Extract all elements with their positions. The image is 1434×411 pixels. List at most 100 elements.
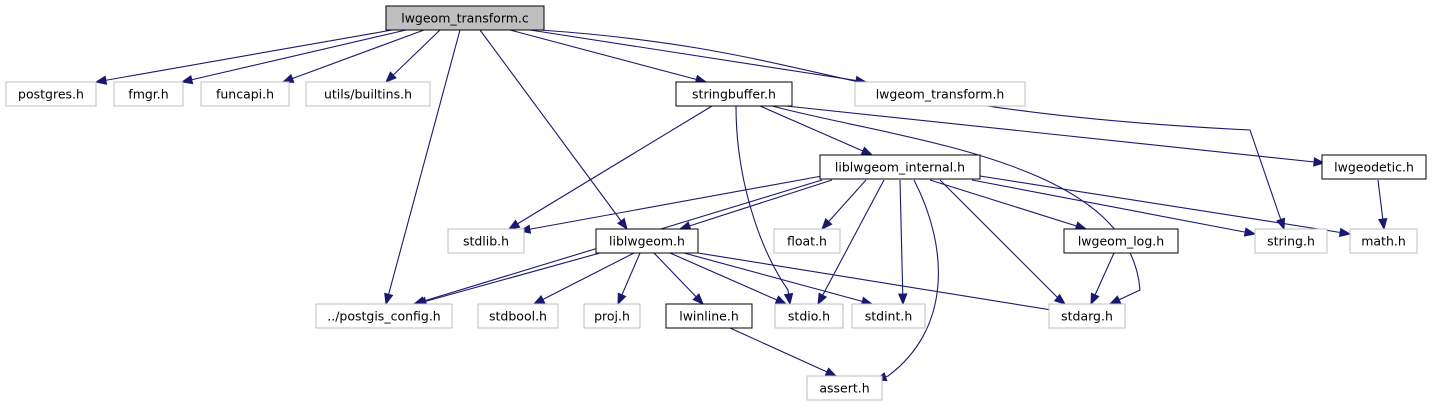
node-label: postgres.h — [18, 87, 84, 102]
edge-liblwgeom-internal-h-to-liblwgeom-h — [679, 179, 833, 230]
node-box — [819, 154, 981, 180]
node-lwgeodetic-h[interactable]: lwgeodetic.h — [1321, 154, 1427, 180]
node-label: string.h — [1267, 234, 1315, 249]
node-box — [5, 81, 97, 107]
edge-liblwgeom-h-to-stdarg-h — [697, 252, 1065, 313]
arrowhead-icon — [1378, 218, 1388, 231]
node-assert-h: assert.h — [806, 375, 883, 401]
arrowhead-icon — [281, 73, 295, 83]
edge-stringbuffer-h-to-lwgeodetic-h — [785, 105, 1325, 164]
node-stdio-h: stdio.h — [774, 303, 844, 329]
node-box — [447, 228, 525, 254]
node-stdbool-h: stdbool.h — [477, 303, 559, 329]
node-float-h: float.h — [773, 228, 841, 254]
edge-lwgeom-transform-c-to-fmgr-h — [181, 29, 407, 83]
node-box — [1321, 154, 1427, 180]
edge-liblwgeom-internal-h-to-float-h — [821, 179, 867, 230]
node-box — [675, 81, 793, 107]
edge-lwgeom-transform-c-to-liblwgeom-h — [479, 29, 628, 230]
node-label: float.h — [787, 234, 827, 249]
node-label: stdlib.h — [463, 234, 509, 249]
node-box — [595, 228, 699, 254]
arrowhead-icon — [532, 295, 546, 305]
node-box — [1048, 303, 1126, 329]
node-label: proj.h — [594, 309, 630, 324]
node-label: lwgeodetic.h — [1334, 160, 1414, 175]
node-box — [1063, 228, 1179, 254]
node-postgres-h: postgres.h — [5, 81, 97, 107]
node-label: liblwgeom_internal.h — [835, 160, 965, 175]
edge-lwgeom-transform-c-to-lwgeom-transform-h — [529, 29, 867, 83]
node-box — [583, 303, 641, 329]
node-label: stdio.h — [788, 309, 830, 324]
edge-liblwgeom-h-to-stdio-h — [669, 252, 787, 305]
node-stdlib-h: stdlib.h — [447, 228, 525, 254]
edge-liblwgeom-internal-h-to-assert-h — [875, 179, 939, 381]
edge-liblwgeom-h-to-stdbool-h — [533, 252, 635, 305]
node-box — [806, 375, 883, 401]
node-label: liblwgeom.h — [609, 234, 685, 249]
node-box — [773, 228, 841, 254]
arrowhead-icon — [774, 295, 788, 305]
node-label: utils/builtins.h — [324, 87, 412, 102]
node-stringbuffer-h[interactable]: stringbuffer.h — [675, 81, 793, 107]
edge-stringbuffer-h-to-stdarg-h — [771, 105, 1141, 305]
node-stdint-h: stdint.h — [851, 303, 926, 329]
node-stdarg-h: stdarg.h — [1048, 303, 1126, 329]
node-box — [385, 5, 545, 31]
arrowhead-icon — [821, 218, 833, 231]
node-label: fmgr.h — [128, 87, 168, 102]
edge-liblwgeom-internal-h-to-stdint-h — [899, 179, 904, 305]
arrowhead-icon — [1243, 227, 1257, 237]
arrowhead-icon — [1090, 292, 1100, 306]
node-label: lwgeom_transform.c — [401, 11, 529, 26]
node-label: funcapi.h — [216, 87, 274, 102]
node-liblwgeom-internal-h[interactable]: liblwgeom_internal.h — [819, 154, 981, 180]
edge-stringbuffer-h-to-stdlib-h — [508, 105, 713, 230]
node-label: assert.h — [819, 381, 869, 396]
arrowhead-icon — [1053, 293, 1067, 305]
node-box — [200, 81, 290, 107]
edge-liblwgeom-internal-h-to-lwgeom-log-h — [929, 179, 1087, 230]
arrowhead-icon — [824, 367, 838, 377]
node-funcapi-h: funcapi.h — [200, 81, 290, 107]
edge-liblwgeom-h-to-lwinline-h — [653, 252, 704, 305]
node-label: lwgeom_transform.h — [876, 87, 1005, 102]
edge-lwgeom-transform-c-to-string-h — [539, 29, 1285, 230]
arrowhead-icon — [617, 292, 627, 306]
node-label: stdint.h — [865, 309, 913, 324]
node-liblwgeom-h[interactable]: liblwgeom.h — [595, 228, 699, 254]
edge-lwgeom-transform-c-to-stringbuffer-h — [509, 29, 707, 83]
node-box — [665, 303, 753, 329]
edge-lwinline-h-to-assert-h — [729, 327, 837, 377]
arrowhead-icon — [898, 293, 908, 306]
node-lwgeom-log-h[interactable]: lwgeom_log.h — [1063, 228, 1179, 254]
node-label: stdarg.h — [1061, 309, 1113, 324]
node-box — [113, 81, 184, 107]
node-box — [854, 81, 1026, 107]
edge-liblwgeom-h-to-stdint-h — [683, 252, 873, 305]
arrowhead-icon — [860, 146, 874, 156]
node-lwgeom-transform-c[interactable]: lwgeom_transform.c — [385, 5, 545, 31]
node-label: lwinline.h — [679, 309, 739, 324]
node-lwinline-h[interactable]: lwinline.h — [665, 303, 753, 329]
node-utils-builtins-h: utils/builtins.h — [305, 81, 431, 107]
arrowhead-icon — [1108, 295, 1122, 305]
edge-stringbuffer-h-to-stdio-h — [735, 105, 791, 305]
arrowhead-icon — [1338, 227, 1352, 238]
arrowhead-icon — [94, 75, 108, 85]
arrowhead-icon — [507, 219, 521, 230]
arrowhead-icon — [692, 293, 704, 305]
node-box — [1349, 228, 1418, 254]
edge-liblwgeom-internal-h-to-stdio-h — [817, 179, 885, 305]
node-math-h: math.h — [1349, 228, 1418, 254]
node-proj-h: proj.h — [583, 303, 641, 329]
edge-liblwgeom-internal-h-to-stdarg-h — [939, 179, 1066, 305]
edge-liblwgeom-h-to-postgis-config-h — [415, 252, 601, 305]
edge-liblwgeom-internal-h-to-stdlib-h — [519, 175, 823, 232]
edge-stringbuffer-h-to-liblwgeom-internal-h — [759, 105, 873, 156]
arrowhead-icon — [616, 217, 628, 231]
node-box — [774, 303, 844, 329]
edge-liblwgeom-internal-h-to-string-h — [971, 179, 1256, 235]
